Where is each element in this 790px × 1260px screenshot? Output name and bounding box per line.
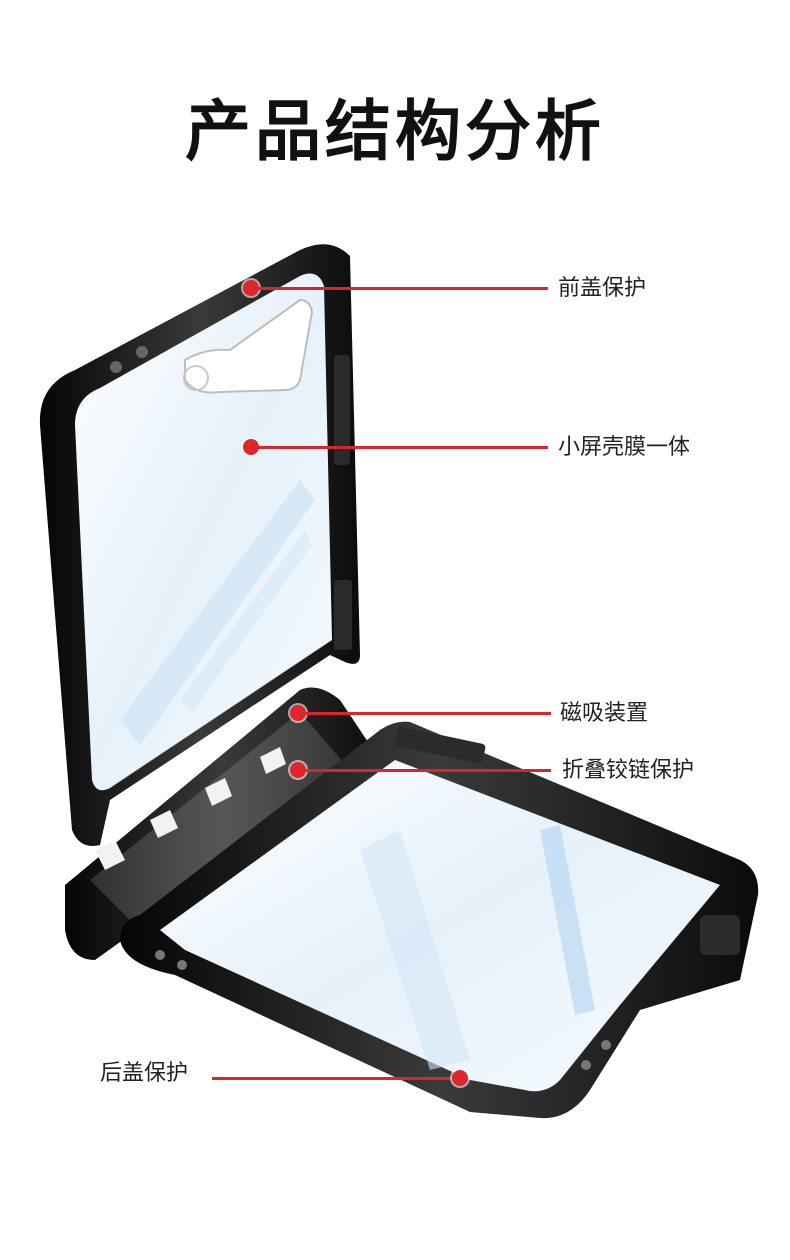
hinge-leader-line	[299, 769, 551, 772]
front-cover-label: 前盖保护	[558, 276, 647, 301]
small-screen-marker-dot	[243, 439, 259, 455]
back-cover-part	[65, 687, 759, 1119]
back-cover-label: 后盖保护	[100, 1061, 189, 1086]
page-title: 产品结构分析	[185, 93, 605, 170]
small-screen-label: 小屏壳膜一体	[558, 435, 691, 460]
magnetic-marker-dot	[290, 705, 306, 721]
small-screen-leader-line	[252, 446, 548, 449]
hinge-marker-dot	[290, 762, 306, 778]
magnetic-leader-line	[299, 712, 551, 715]
hinge-label: 折叠铰链保护	[562, 758, 695, 783]
magnetic-label: 磁吸装置	[560, 701, 649, 726]
back-cover-leader-line	[212, 1077, 460, 1080]
front-cover-marker-dot	[243, 280, 259, 296]
front-cover-part	[39, 244, 361, 846]
back-cover-marker-dot	[452, 1070, 468, 1086]
front-cover-leader-line	[252, 287, 548, 290]
